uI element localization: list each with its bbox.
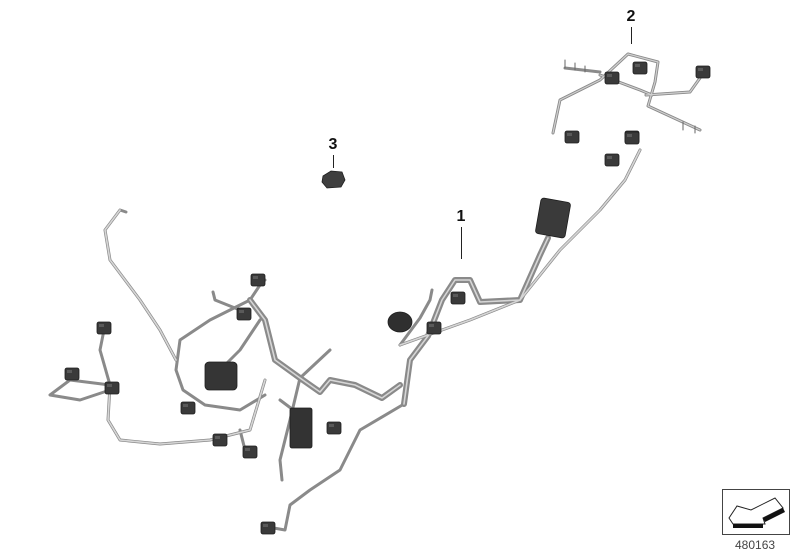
callout-3: 3 — [328, 136, 338, 153]
main-harness-part-1 — [48, 131, 642, 535]
diagram-reference-number: 480163 — [735, 538, 776, 552]
orientation-arrow-box — [722, 489, 790, 535]
callout-1: 1 — [456, 208, 466, 225]
callout-2: 2 — [626, 8, 636, 25]
callout-1-leader — [461, 227, 463, 259]
sub-harness-part-2 — [551, 52, 711, 144]
callout-2-leader — [631, 27, 633, 44]
connector-cap-part-3 — [321, 170, 346, 189]
callout-3-leader — [333, 155, 335, 168]
orientation-arrow-icon — [728, 497, 785, 528]
